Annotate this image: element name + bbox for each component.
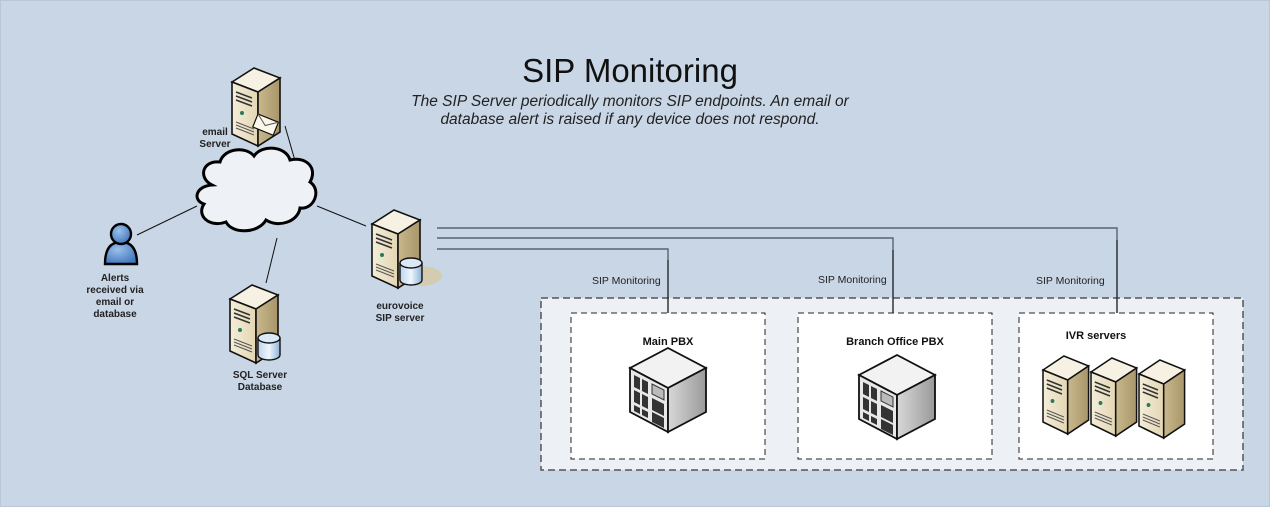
link-label-branch-pbx: SIP Monitoring xyxy=(818,274,887,286)
ivr-servers-label: IVR servers xyxy=(1065,330,1127,342)
diagram-title: SIP Monitoring xyxy=(522,52,738,89)
subtitle-line-2: database alert is raised if any device d… xyxy=(440,111,820,128)
user-label: Alerts received via email or database xyxy=(86,273,144,320)
link-cloud-sip xyxy=(316,205,367,227)
sql-server-label: SQL Server Database xyxy=(232,370,288,393)
link-cloud-sql xyxy=(265,237,278,284)
sql-server-icon xyxy=(229,284,281,364)
database-icon xyxy=(257,332,281,361)
user-icon xyxy=(103,222,139,266)
database-icon xyxy=(399,257,423,286)
diagram-subtitle: The SIP Server periodically monitors SIP… xyxy=(380,93,880,129)
main-pbx-label: Main PBX xyxy=(642,336,694,348)
email-server-label: email Server xyxy=(199,127,231,150)
subtitle-line-1: The SIP Server periodically monitors SIP… xyxy=(411,93,849,110)
branch-pbx-label: Branch Office PBX xyxy=(846,336,944,348)
sip-server-label: eurovoice SIP server xyxy=(375,301,425,324)
link-label-main-pbx: SIP Monitoring xyxy=(592,275,661,287)
connector-lines xyxy=(136,125,367,284)
sip-server-icon xyxy=(371,209,442,289)
network-cloud-icon xyxy=(195,146,318,233)
email-server-icon xyxy=(231,67,281,147)
ivr-server-cluster-icon xyxy=(1042,355,1186,439)
link-user-cloud xyxy=(136,205,198,236)
link-label-ivr: SIP Monitoring xyxy=(1036,275,1105,287)
